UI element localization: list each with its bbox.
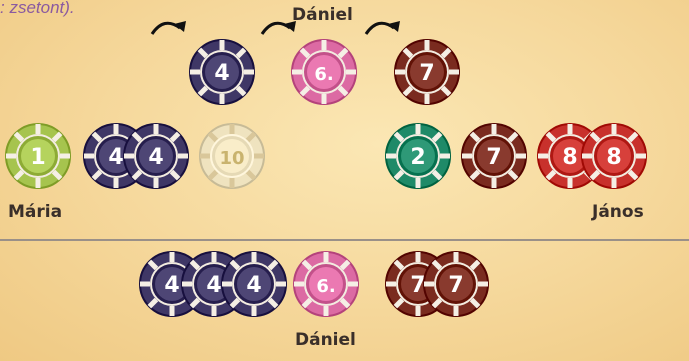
- chip-right-2[interactable]: 7: [460, 122, 528, 190]
- rules-text-fragment: : zsetont).: [0, 0, 75, 18]
- chip-label: 4: [214, 61, 229, 86]
- chip-label: 6.: [316, 276, 335, 297]
- player-name-left: Mária: [8, 202, 62, 222]
- chip-bottom-6[interactable]: 7: [422, 250, 490, 318]
- chip-top-1[interactable]: 4: [188, 38, 256, 106]
- chip-left-3[interactable]: 4: [122, 122, 190, 190]
- divider: [0, 239, 689, 241]
- curved-arrow-icon: [148, 14, 190, 40]
- curved-arrow-icon: [362, 14, 404, 40]
- chip-bottom-4[interactable]: 6.: [292, 250, 360, 318]
- player-name-top: Dániel: [292, 5, 353, 25]
- chip-label: 7: [486, 145, 501, 170]
- chip-left-4[interactable]: 10: [198, 122, 266, 190]
- chip-label: 4: [164, 273, 179, 298]
- chip-top-3[interactable]: 7: [393, 38, 461, 106]
- chip-bottom-3[interactable]: 4: [220, 250, 288, 318]
- chip-label: 8: [606, 145, 621, 170]
- chip-label: 4: [246, 273, 261, 298]
- chip-label: 7: [448, 273, 463, 298]
- chip-right-1[interactable]: 2: [384, 122, 452, 190]
- chip-label: 1: [30, 145, 45, 170]
- chip-label: 4: [148, 145, 163, 170]
- player-name-right: János: [592, 202, 644, 222]
- chip-label: 2: [410, 145, 425, 170]
- chip-label: 8: [562, 145, 577, 170]
- chip-top-2[interactable]: 6.: [290, 38, 358, 106]
- chip-label: 7: [419, 61, 434, 86]
- chip-label: 6.: [314, 64, 333, 85]
- chip-label: 10: [219, 148, 244, 169]
- chip-right-4[interactable]: 8: [580, 122, 648, 190]
- chip-left-1[interactable]: 1: [4, 122, 72, 190]
- player-name-bottom: Dániel: [295, 330, 356, 350]
